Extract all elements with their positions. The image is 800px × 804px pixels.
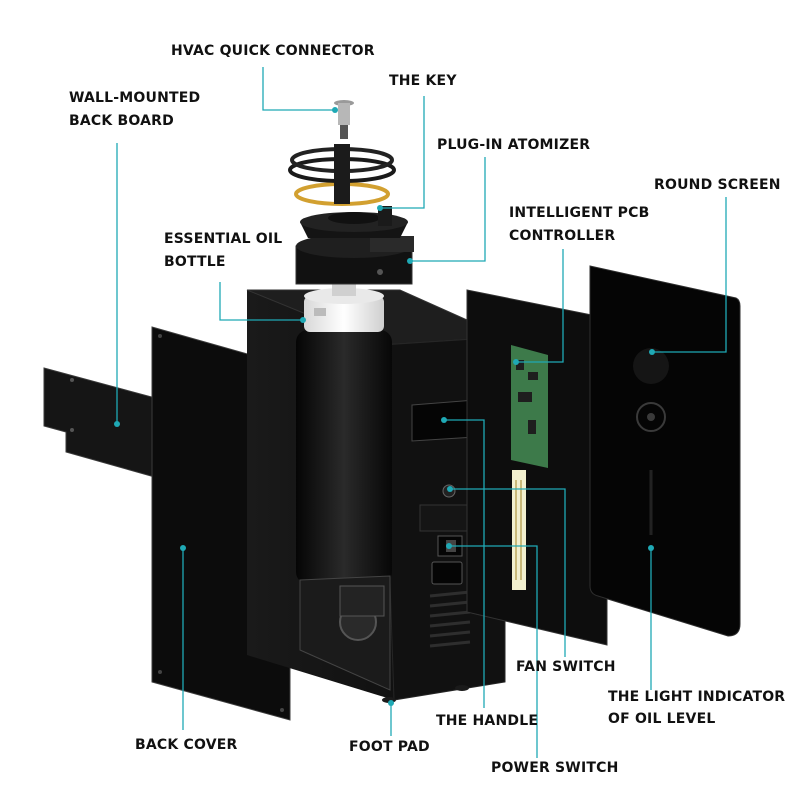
label-fan-switch: FAN SWITCH — [516, 659, 616, 675]
label-plug-in-atomizer: PLUG-IN ATOMIZER — [437, 137, 591, 153]
callout-dots — [114, 107, 655, 706]
label-power-switch: POWER SWITCH — [491, 760, 619, 776]
the-key — [288, 144, 408, 238]
intelligent-pcb-controller — [466, 289, 608, 646]
label-back-cover: BACK COVER — [135, 737, 238, 753]
label-foot-pad: FOOT PAD — [349, 739, 430, 755]
main-housing — [246, 289, 506, 703]
callout-lines — [116, 67, 727, 758]
hvac-quick-connector — [334, 100, 354, 139]
label-the-key: THE KEY — [389, 73, 457, 89]
front-panel — [589, 265, 741, 637]
label-the-handle: THE HANDLE — [436, 713, 539, 729]
essential-oil-bottle — [304, 282, 384, 332]
label-pcb-line1: INTELLIGENT PCB — [509, 205, 650, 221]
label-wall-mounted-line1: WALL-MOUNTED — [69, 90, 201, 106]
label-wall-mounted-line2: BACK BOARD — [69, 113, 174, 129]
plug-in-atomizer — [295, 234, 414, 285]
label-round-screen: ROUND SCREEN — [654, 177, 781, 193]
label-essential-oil-line2: BOTTLE — [164, 254, 226, 270]
label-pcb-line2: CONTROLLER — [509, 228, 616, 244]
label-hvac-quick-connector: HVAC QUICK CONNECTOR — [171, 43, 375, 59]
label-essential-oil-line1: ESSENTIAL OIL — [164, 231, 283, 247]
label-light-indicator-line1: THE LIGHT INDICATOR — [608, 689, 786, 705]
label-light-indicator-line2: OF OIL LEVEL — [608, 711, 716, 727]
